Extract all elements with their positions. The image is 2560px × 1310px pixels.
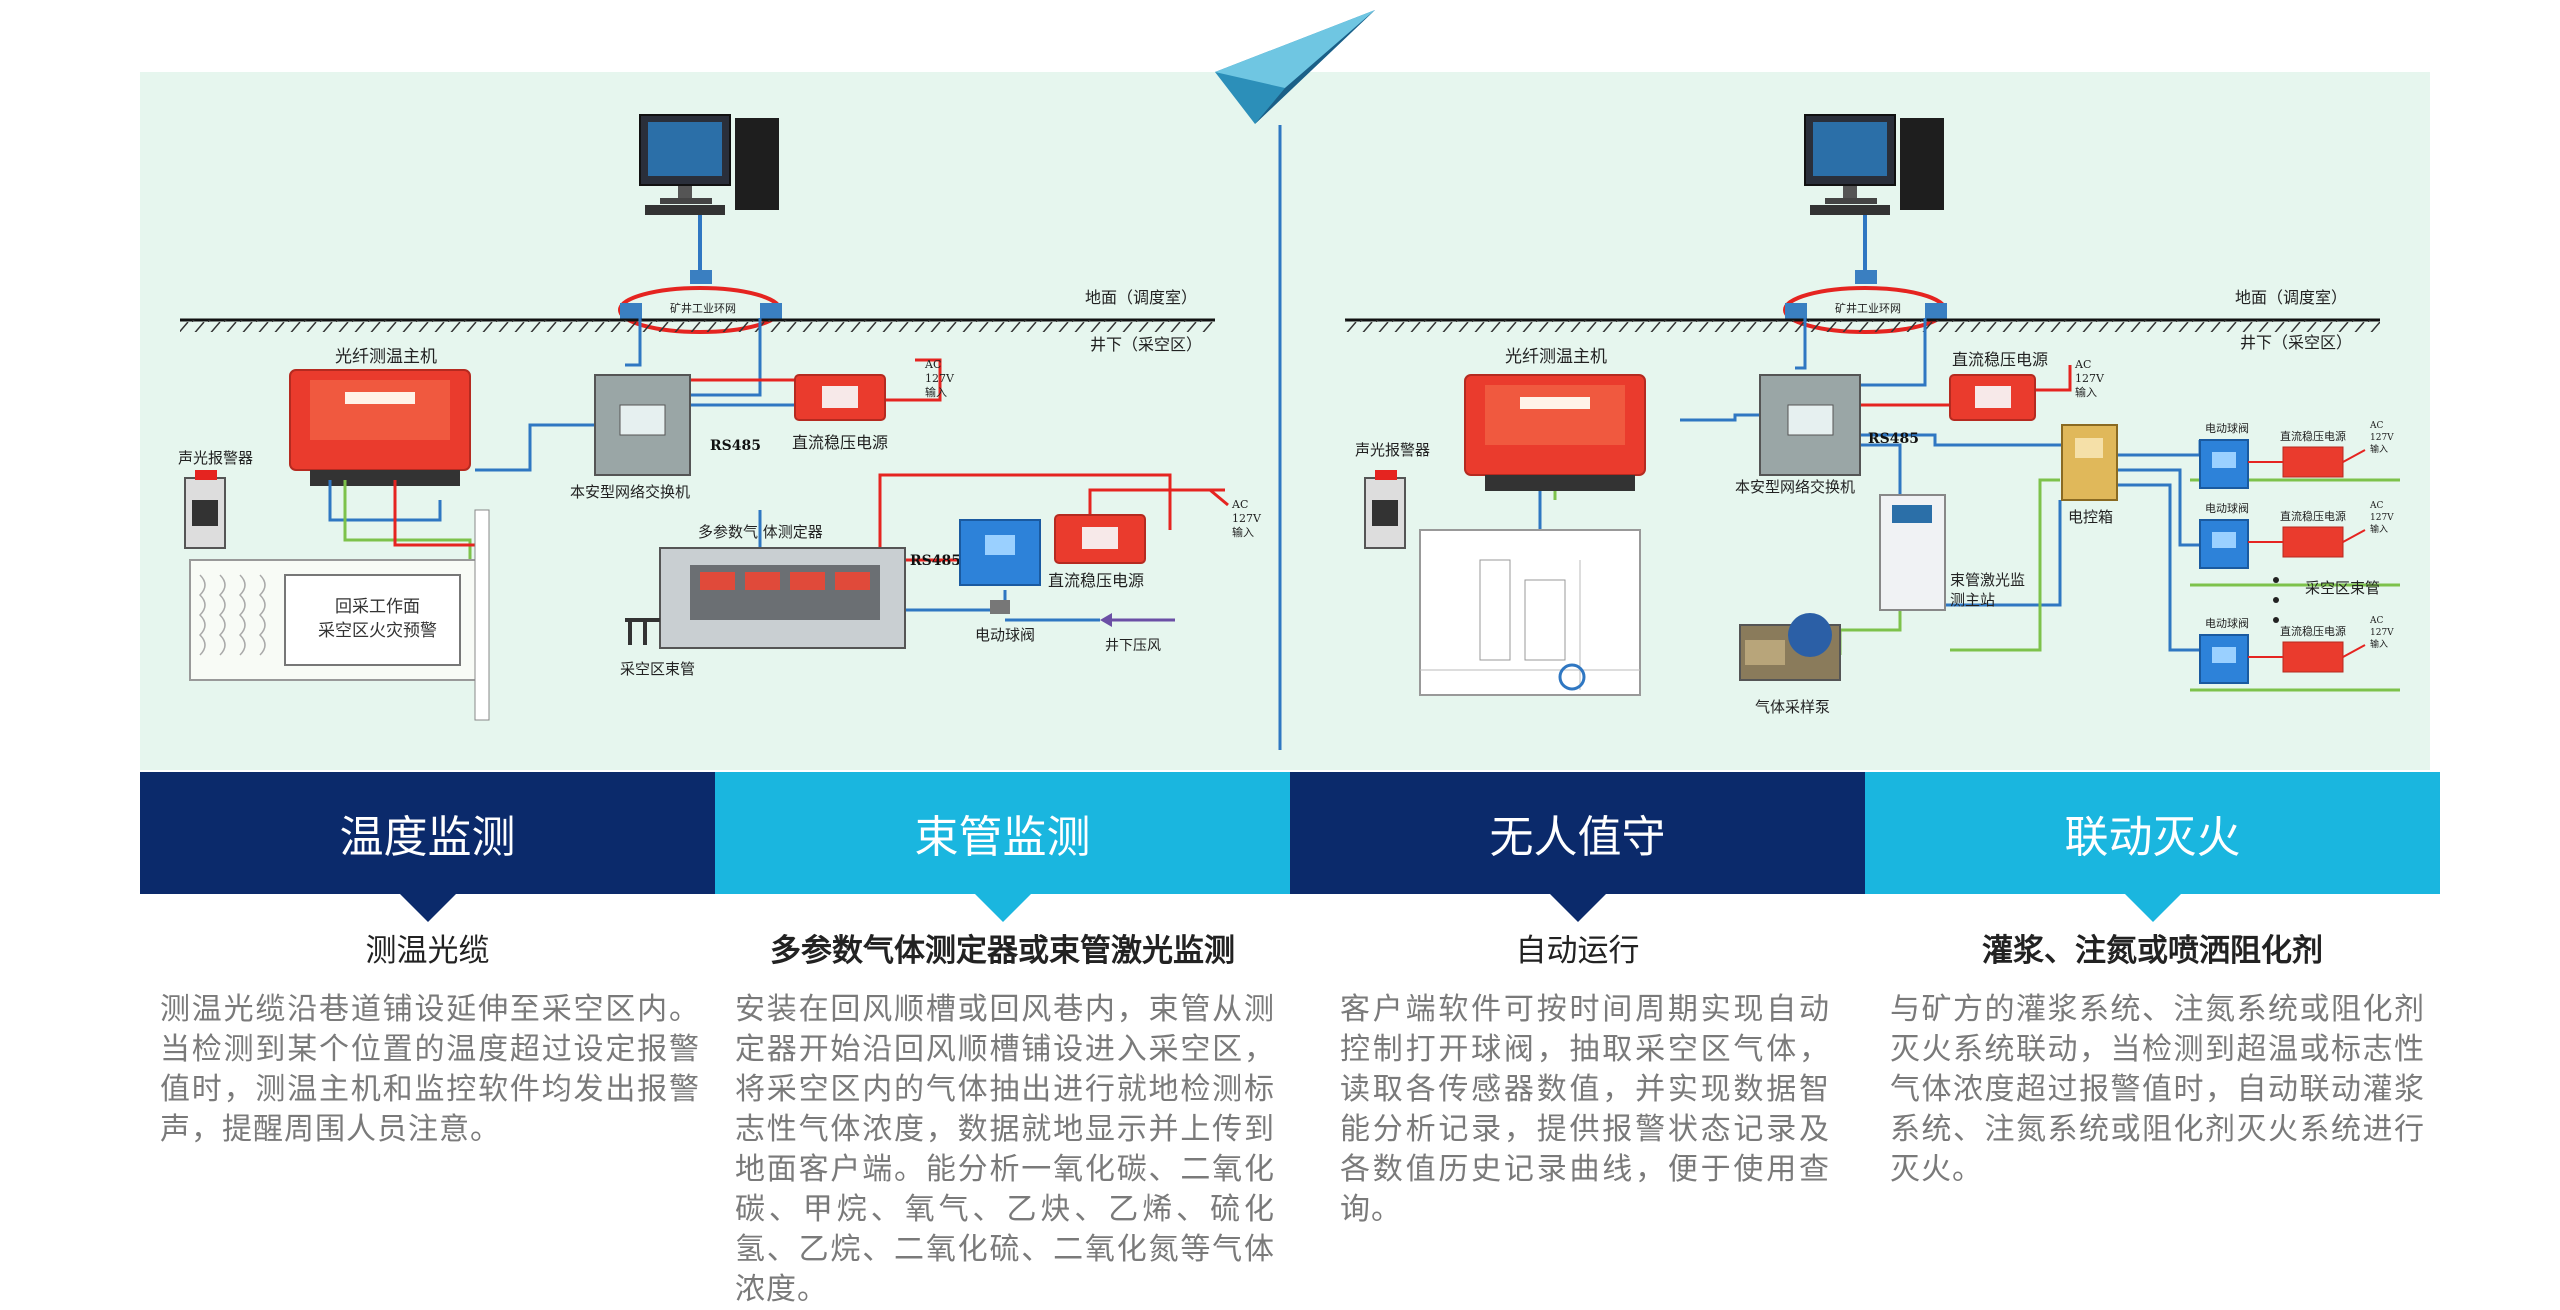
ring-label-right: 矿井工业环网 (1835, 301, 1901, 315)
valve-label-2: 电动球阀 (2205, 501, 2249, 515)
ac-label-row-1: AC (2369, 421, 2383, 431)
computer-icon (639, 114, 779, 215)
ball-valve-label: 电动球阀 (975, 626, 1035, 644)
power-label-row-3: 直流稳压电源 (2280, 624, 2346, 638)
rs485-right: RS485 (1868, 431, 1919, 447)
voltage-label-row-1: 127V (2370, 433, 2394, 443)
pressure-label: 井下压风 (1105, 638, 1161, 654)
input-label-top: 输入 (925, 385, 947, 399)
left-diagram: 矿井工业环网 地面（调度室） 井下（采空区） 光纤测温主机 (178, 114, 1262, 721)
ac-label-top: AC (924, 358, 941, 371)
ac-label-row-2: AC (2369, 501, 2383, 511)
right-diagram: 矿井工业环网 地面（调度室） 井下（采空区） 光纤测温主机 (1345, 114, 2400, 716)
power-supply-right-top (1949, 374, 2036, 421)
ac-label-row-3: AC (2369, 616, 2383, 626)
description-linkage: 与矿方的灌浆系统、注氮系统或阻化剂灭火系统联动，当检测到超温或标志性气体浓度超过… (1890, 992, 2425, 1187)
ac-label-right: AC (1231, 498, 1248, 511)
alarm-label: 声光报警器 (178, 449, 253, 467)
valve-label-1: 电动球阀 (2205, 421, 2249, 435)
power-supply-right (1054, 514, 1146, 564)
tube-label: 采空区束管 (620, 660, 695, 678)
valve-label-3: 电动球阀 (2205, 616, 2249, 630)
switch-label-right: 本安型网络交换机 (1735, 478, 1855, 496)
subtitle-auto-run: 自动运行 (1515, 933, 1640, 969)
tab-linked-fire-extinguishing: 联动灭火 (1865, 772, 2440, 922)
power-supply-top (794, 374, 886, 421)
laser-line2: 测主站 (1950, 591, 1995, 609)
power-top-label: 直流稳压电源 (792, 433, 888, 452)
input-label-right: 输入 (1232, 525, 1254, 539)
tab-pointer (2124, 894, 2181, 922)
tab-temperature-monitoring: 温度监测 (140, 772, 715, 922)
alarm-icon (184, 470, 226, 549)
tab-unattended: 无人值守 (1290, 772, 1865, 922)
ball-valve-icon (959, 519, 1041, 614)
valve-row-1: 电动球阀 直流稳压电源 AC 127V 输入 (2199, 421, 2394, 489)
rs485-b: RS485 (910, 553, 961, 569)
alarm-icon-right (1364, 470, 1406, 549)
input-label-row-1: 输入 (2370, 443, 2388, 455)
switch-label: 本安型网络交换机 (570, 483, 690, 501)
subtitle-grouting: 灌浆、注氮或喷洒阻化剂 (1982, 933, 2323, 969)
network-switch (594, 374, 691, 476)
face-line1: 回采工作面 (335, 597, 420, 617)
tab-label: 束管监测 (914, 812, 1091, 863)
control-box-icon (2061, 424, 2118, 501)
description-bundle-tube: 安装在回风顺槽或回风巷内，束管从测定器开始沿回风顺槽铺设进入采空区，将采空区内的… (735, 992, 1275, 1307)
input-label-right-top: 输入 (2075, 385, 2097, 399)
voltage-label-top: 127V (925, 372, 955, 385)
alarm-label-right: 声光报警器 (1355, 441, 1430, 459)
diagram-panel (140, 72, 2430, 770)
power-label-right: 直流稳压电源 (1952, 350, 2048, 369)
gas-detector-label: 多参数气 体测定器 (698, 523, 823, 541)
tab-label: 无人值守 (1489, 812, 1666, 863)
tab-pointer (1549, 894, 1606, 922)
description-temperature: 测温光缆沿巷道铺设延伸至采空区内。当检测到某个位置的温度超过设定报警值时，测温主… (160, 992, 700, 1147)
tab-label: 温度监测 (339, 812, 516, 863)
valve-row-2: 电动球阀 直流稳压电源 AC 127V 输入 (2199, 501, 2394, 569)
laser-station-icon (1879, 494, 1946, 611)
host-label-right: 光纤测温主机 (1505, 347, 1607, 367)
subtitle-temperature-cable: 测温光缆 (365, 933, 490, 969)
ground-label: 地面（调度室） (1085, 288, 1197, 307)
tab-pointer (974, 894, 1031, 922)
pump-label: 气体采样泵 (1755, 698, 1830, 716)
paper-plane-icon (1215, 10, 1375, 124)
tab-bundle-tube-monitoring: 束管监测 (715, 772, 1290, 922)
rs485-a: RS485 (710, 438, 761, 454)
network-switch-right (1759, 374, 1861, 476)
power-label-row-1: 直流稳压电源 (2280, 429, 2346, 443)
valve-row-3: 电动球阀 直流稳压电源 AC 127V 输入 (2199, 616, 2394, 684)
system-diagram: 矿井工业环网 地面（调度室） 井下（采空区） 光纤测温主机 (140, 10, 2430, 770)
sampling-pump-icon (1739, 613, 1841, 681)
ellipsis-dots (2273, 577, 2279, 623)
input-label-row-2: 输入 (2370, 523, 2388, 535)
power-label-row-2: 直流稳压电源 (2280, 509, 2346, 523)
voltage-label-right: 127V (1232, 512, 1262, 525)
ground-label-right: 地面（调度室） (2235, 288, 2347, 307)
power-right-label: 直流稳压电源 (1048, 571, 1144, 590)
fiber-temperature-host-right (1464, 374, 1646, 491)
face-line2: 采空区火灾预警 (318, 621, 437, 641)
ring-label: 矿井工业环网 (670, 301, 736, 315)
ac-label-right-top: AC (2074, 358, 2091, 371)
control-box-label: 电控箱 (2068, 508, 2113, 526)
tab-label: 联动灭火 (2064, 812, 2241, 863)
input-label-row-3: 输入 (2370, 638, 2388, 650)
gas-detector (659, 547, 906, 649)
laser-line1: 束管激光监 (1950, 571, 2025, 589)
description-unattended: 客户端软件可按时间周期实现自动控制打开球阀，抽取采空区气体，读取各传感器数值，并… (1340, 992, 1830, 1227)
underground-label-right: 井下（采空区） (2240, 333, 2352, 352)
voltage-label-row-3: 127V (2370, 628, 2394, 638)
computer-icon-right (1804, 114, 1944, 215)
voltage-label-row-2: 127V (2370, 513, 2394, 523)
underground-label: 井下（采空区） (1090, 335, 1202, 354)
subtitle-gas-detector: 多参数气体测定器或束管激光监测 (770, 933, 1235, 969)
floor-plan (1419, 529, 1641, 696)
host-label: 光纤测温主机 (335, 347, 437, 367)
voltage-label-right-top: 127V (2075, 372, 2105, 385)
tab-pointer (399, 894, 456, 922)
fiber-temperature-host (289, 369, 471, 486)
tube-label-right: 采空区束管 (2305, 579, 2380, 597)
